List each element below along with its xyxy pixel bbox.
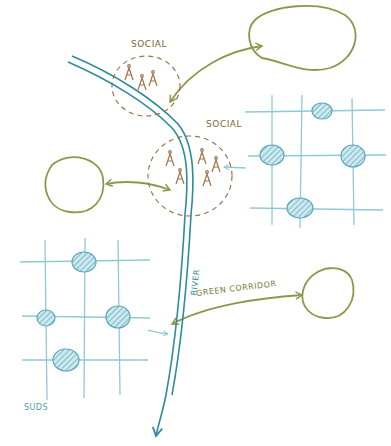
social-boundary [112, 56, 180, 116]
corridor-label: GREEN CORRIDOR [195, 280, 276, 299]
people [125, 65, 220, 186]
green-space [46, 6, 356, 318]
social-space: SOCIAL [146, 120, 242, 216]
social-outline [108, 40, 190, 120]
suds-label: SUDS [24, 404, 48, 413]
river [68, 56, 193, 436]
area-heading: SOCIAL [108, 40, 190, 50]
social-outline [146, 120, 242, 216]
area-heading: SOCIAL [146, 120, 242, 130]
suds-grid [224, 95, 386, 228]
suds-grid [20, 238, 168, 400]
suds-pond [37, 252, 130, 371]
social-boundary [148, 136, 232, 216]
suds-pond [260, 103, 365, 218]
green-link-arrow [106, 46, 302, 324]
social-space: SOCIAL [108, 40, 190, 120]
